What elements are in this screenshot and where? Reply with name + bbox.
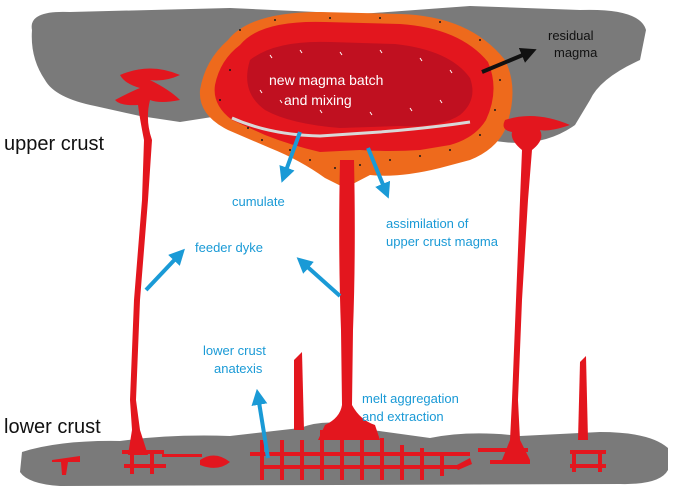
feeder-dyke-arrow-left (144, 248, 185, 292)
feeder-dyke-arrow-right (296, 257, 342, 298)
feeder-dyke-label: feeder dyke (195, 240, 263, 255)
new-batch-label-line1: new magma batch (269, 72, 383, 88)
lower-crust-label: lower crust (4, 416, 101, 438)
magma-white-dashes (259, 49, 453, 116)
blue-arrows (144, 131, 391, 459)
lower-dyke-1 (294, 352, 304, 430)
magma-dark-core (247, 41, 473, 128)
upper-crust-label: upper crust (4, 133, 104, 155)
residual-magma-arrow (481, 48, 537, 74)
cumulate-arrow (279, 131, 302, 183)
residual-magma-label-line1: residual (548, 28, 594, 43)
anatexis-label-line2: anatexis (214, 361, 263, 376)
anatexis-label-line1: lower crust (203, 343, 266, 358)
assimilation-label-line2: upper crust magma (386, 234, 499, 249)
cumulate-label: cumulate (232, 194, 285, 209)
anatexis-arrow (251, 388, 270, 459)
left-feeder-dyke (115, 68, 180, 455)
right-feeder-dyke (502, 116, 570, 460)
cumulate-layer (231, 116, 471, 138)
lower-dyke-2 (578, 356, 588, 440)
melt-network (52, 430, 606, 480)
melt-aggregation-label-line1: melt aggregation (362, 391, 459, 406)
assimilation-label-line1: assimilation of (386, 216, 469, 231)
melt-aggregation-label-line2: and extraction (362, 409, 444, 424)
central-feeder-dyke (318, 160, 380, 440)
new-batch-label-line2: and mixing (284, 92, 352, 108)
residual-magma-label-line2: magma (554, 45, 598, 60)
magma-speckles (219, 17, 501, 169)
assimilation-arrow (366, 147, 391, 199)
